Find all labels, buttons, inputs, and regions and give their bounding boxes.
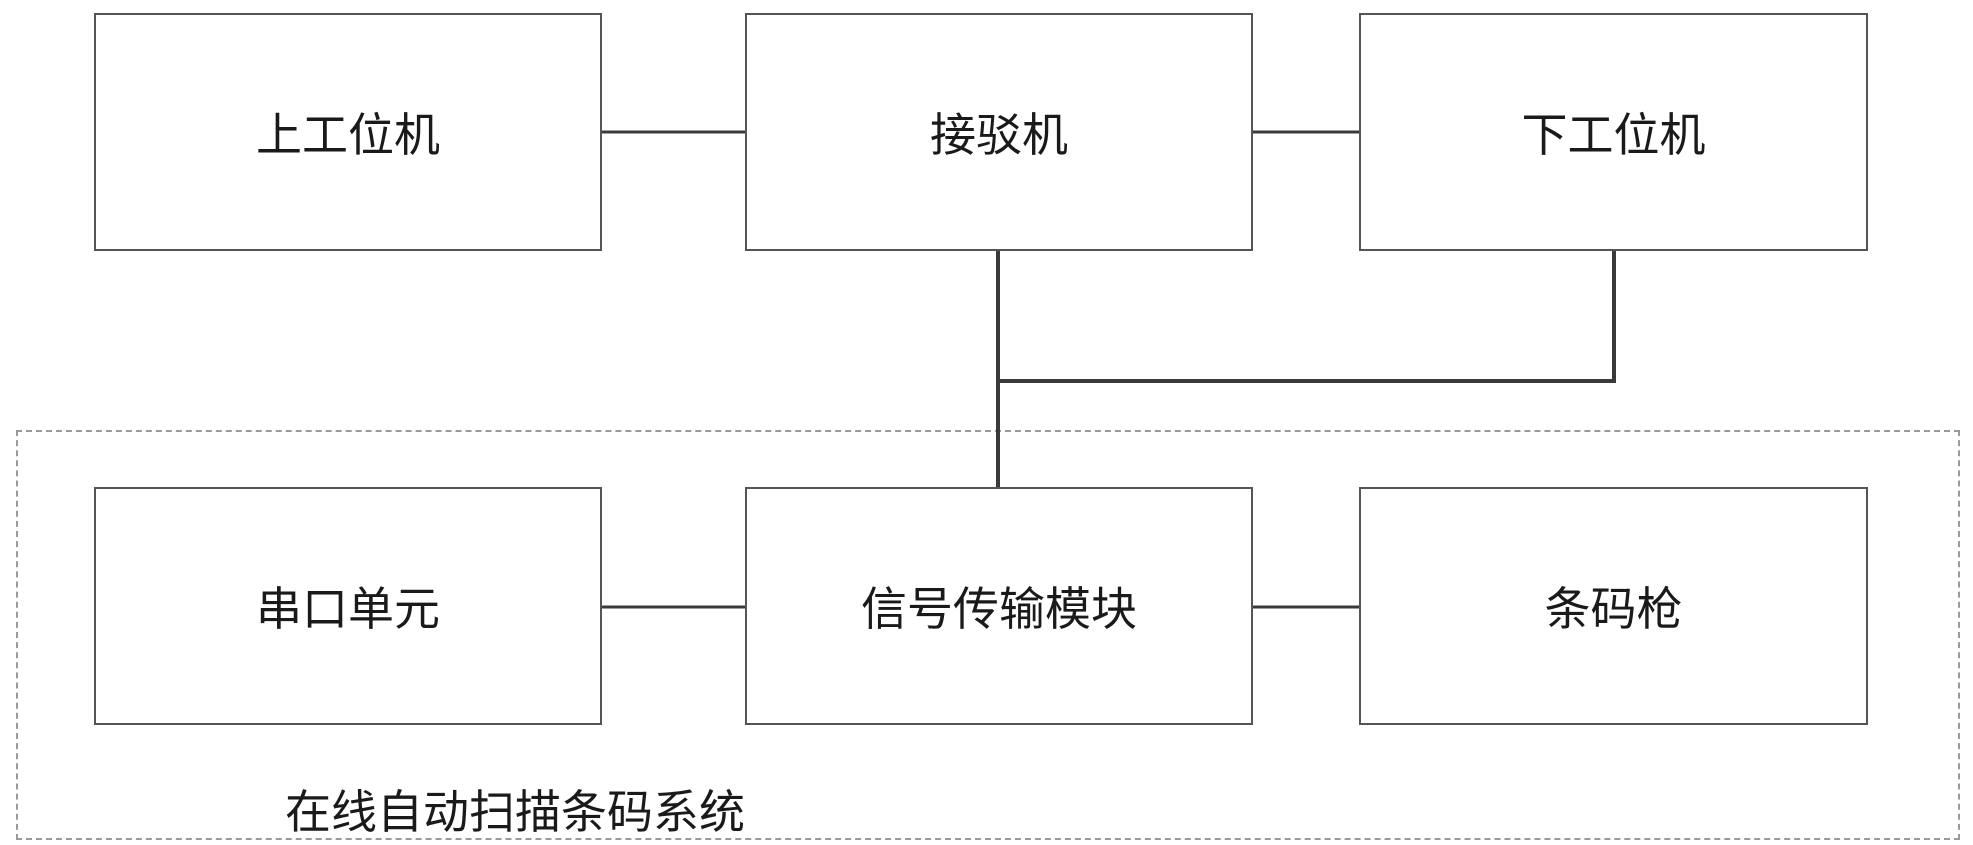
system-group-label: 在线自动扫描条码系统 xyxy=(285,776,745,842)
upper-station-label: 上工位机 xyxy=(256,99,440,165)
serial-unit-box: 串口单元 xyxy=(94,487,602,725)
serial-unit-label: 串口单元 xyxy=(256,573,440,639)
barcode-gun-box: 条码枪 xyxy=(1359,487,1868,725)
barcode-gun-label: 条码枪 xyxy=(1545,573,1683,639)
lower-station-box: 下工位机 xyxy=(1359,13,1868,251)
docking-machine-label: 接驳机 xyxy=(930,99,1068,165)
lower-station-label: 下工位机 xyxy=(1522,99,1706,165)
signal-transmission-module-label: 信号传输模块 xyxy=(861,573,1137,639)
upper-station-box: 上工位机 xyxy=(94,13,602,251)
docking-machine-box: 接驳机 xyxy=(745,13,1253,251)
signal-transmission-module-box: 信号传输模块 xyxy=(745,487,1253,725)
link-lower-down xyxy=(998,250,1614,381)
